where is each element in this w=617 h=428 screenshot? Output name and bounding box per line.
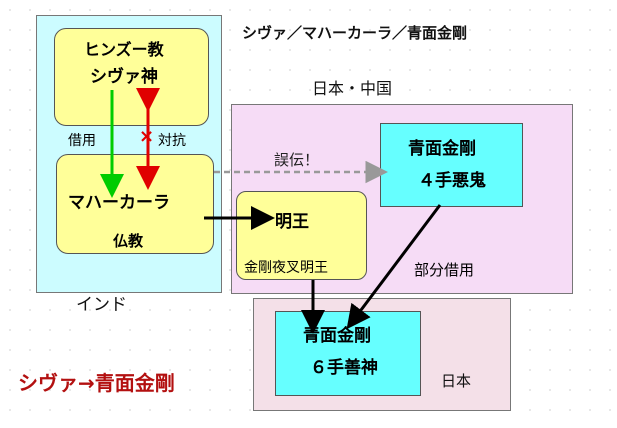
japan-label: 日本	[441, 372, 472, 390]
borrow-label: 借用	[68, 133, 96, 149]
partial-borrow-label: 部分借用	[414, 261, 475, 279]
cross-icon: ×	[139, 126, 155, 147]
six-arm-sub: ６手善神	[310, 358, 378, 378]
mistransmit-label: 誤伝！	[274, 151, 320, 169]
hindu-label: ヒンズー教	[84, 40, 164, 59]
myoou-box	[236, 191, 367, 280]
four-arm-title: 青面金剛	[408, 139, 476, 159]
japan-china-label: 日本・中国	[312, 79, 393, 98]
hindu-shiva-box	[54, 28, 209, 126]
oppose-label: 対抗	[158, 133, 186, 149]
footer-caption: シヴァ→青面金剛	[18, 371, 175, 395]
four-arm-sub: ４手悪鬼	[418, 171, 486, 191]
mahakala-label: マハーカーラ	[68, 193, 170, 213]
mahakala-buddhism-box	[56, 154, 214, 254]
diagram-title: シヴァ／マハーカーラ／青面金剛	[242, 24, 468, 42]
myoou-label: 明王	[275, 212, 309, 232]
six-arm-title: 青面金剛	[303, 326, 371, 346]
india-label: インド	[76, 295, 127, 315]
kongo-yasha-label: 金剛夜叉明王	[244, 260, 328, 276]
buddhism-label: 仏教	[113, 232, 144, 250]
shiva-label: シヴァ神	[90, 67, 158, 87]
